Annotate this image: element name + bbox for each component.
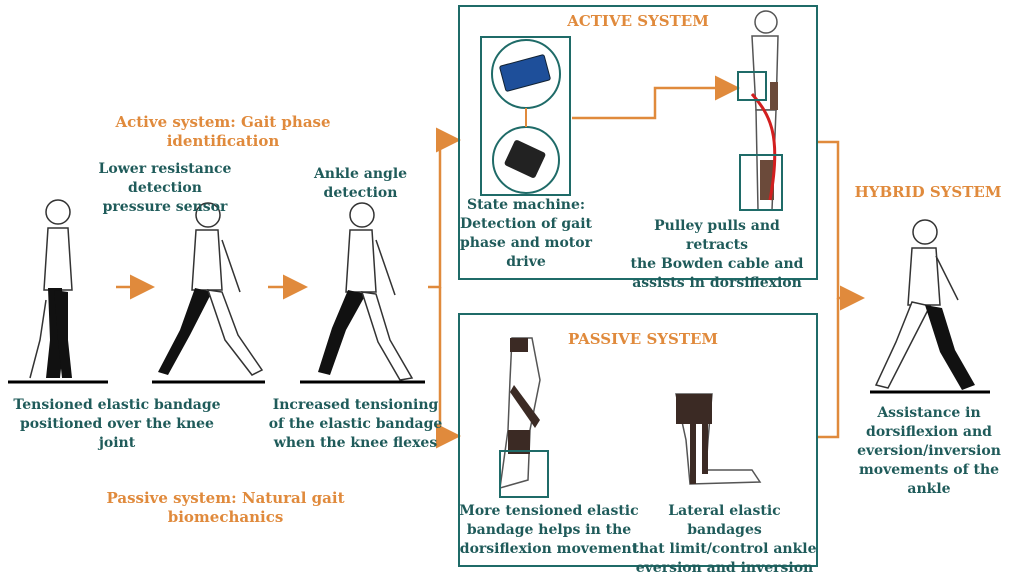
arrow-controller-to-body bbox=[572, 75, 740, 120]
walker-figure-hybrid bbox=[874, 219, 975, 390]
sensor-label: Lower resistance detection pressure sens… bbox=[98, 161, 232, 215]
caption-flex: Increased tensioning of the elastic band… bbox=[268, 397, 443, 451]
state-machine-label: State machine: Detection of gait phase a… bbox=[459, 197, 592, 270]
ankle-highlight-box-active bbox=[739, 154, 783, 211]
passive-right-label: Lateral elastic bandages that limit/cont… bbox=[632, 503, 817, 575]
passive-leg-figure-right bbox=[675, 393, 762, 485]
active-body-figure bbox=[750, 10, 779, 211]
hybrid-caption: Assistance in dorsiflexion and eversion/… bbox=[857, 405, 1001, 497]
hybrid-system-title: HYBRID SYSTEM bbox=[854, 183, 1002, 201]
caption-knee: Tensioned elastic bandage positioned ove… bbox=[13, 397, 221, 451]
controller-box bbox=[480, 36, 571, 196]
active-system-title: ACTIVE SYSTEM bbox=[567, 12, 709, 30]
passive-system-box bbox=[458, 313, 818, 567]
ankle-highlight-box-passive bbox=[499, 450, 549, 498]
ankle-angle-label: Ankle angle detection bbox=[313, 166, 408, 201]
arrow-active-to-hybrid bbox=[818, 140, 865, 311]
walker-figure-3 bbox=[318, 202, 414, 381]
header-passive-label: Passive system: Natural gait biomechanic… bbox=[106, 489, 345, 526]
passive-system-title: PASSIVE SYSTEM bbox=[567, 330, 719, 348]
arrow-to-passive bbox=[436, 287, 461, 449]
passive-left-label: More tensioned elastic bandage helps in … bbox=[459, 503, 639, 557]
active-system-box bbox=[458, 5, 818, 280]
walker-figure-2 bbox=[158, 202, 264, 376]
arrow-passive-to-hybrid bbox=[818, 298, 840, 439]
walker-figure-1 bbox=[29, 199, 73, 379]
header-active-label: Active system: Gait phase identification bbox=[115, 113, 331, 150]
arrow-to-active bbox=[428, 127, 461, 289]
pulley-label: Pulley pulls and retracts the Bowden cab… bbox=[630, 218, 804, 291]
pulley-highlight-box bbox=[737, 71, 767, 101]
arduino-board-icon bbox=[499, 54, 551, 92]
servo-motor-icon bbox=[504, 140, 546, 178]
